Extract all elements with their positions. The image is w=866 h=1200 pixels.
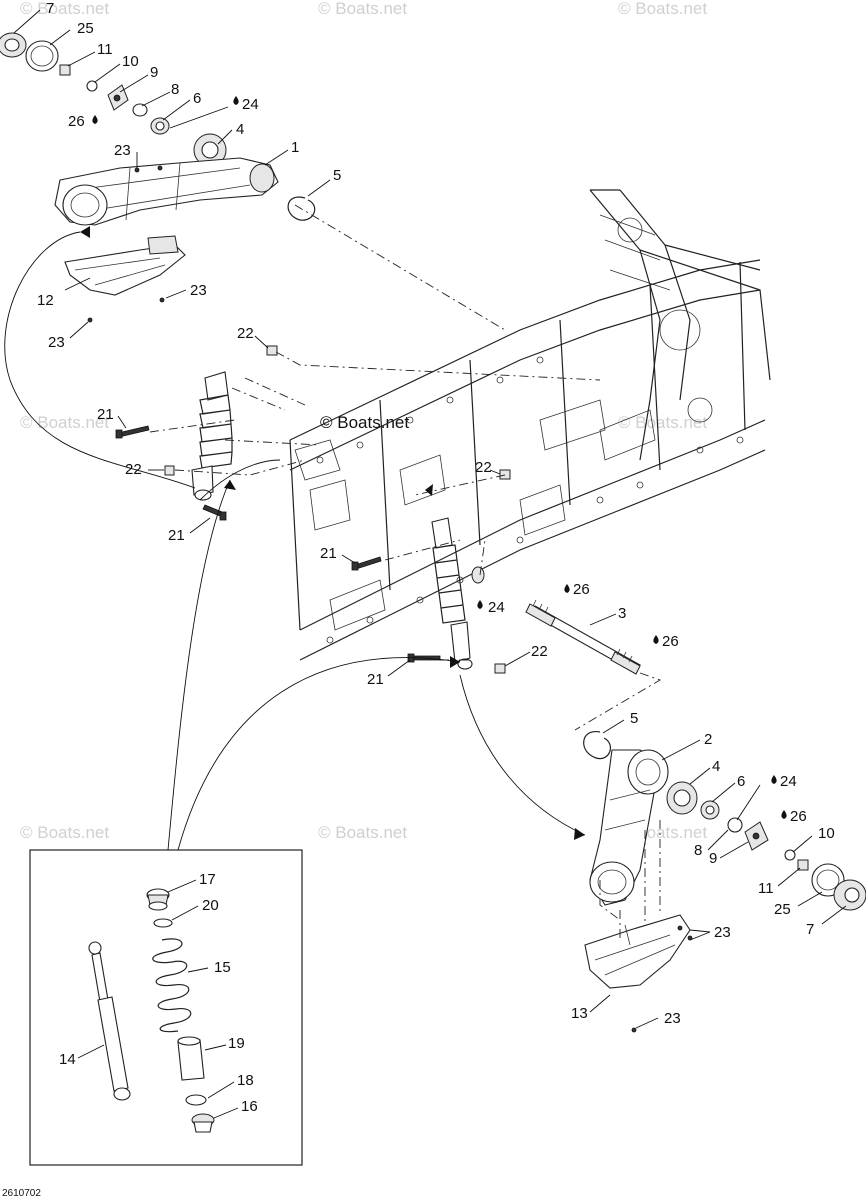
watermarks: © Boats.net © Boats.net © Boats.net © Bo… [20,0,707,842]
lubricant-drop-icon [781,810,787,819]
callout-23: 23 [48,334,65,351]
callout-5: 5 [333,167,341,184]
callout-11: 11 [97,41,113,58]
callout-13: 13 [571,1005,588,1022]
callout-6: 6 [737,773,745,790]
watermark-text: © Boats.net [20,413,109,432]
callout-16: 16 [241,1098,258,1115]
callout-26: 26 [68,113,85,130]
callout-4: 4 [712,758,720,775]
callout-19: 19 [228,1035,245,1052]
lower-swing-arm-assembly [583,731,866,1033]
callout-24: 24 [488,599,505,616]
callout-17: 17 [199,871,216,888]
callout-4: 4 [236,121,244,138]
watermark-text: © Boats.net [618,0,707,18]
callout-23: 23 [664,1010,681,1027]
callout-21: 21 [367,671,384,688]
callout-7: 7 [46,0,54,17]
watermark-text: © Boats.net [318,0,407,18]
callout-22: 22 [531,643,548,660]
callout-9: 9 [709,850,717,867]
watermark-text: © Boats.net [20,0,109,18]
upper-swing-arm-assembly [0,32,316,323]
callout-12: 12 [37,292,54,309]
reference-curves [4,226,586,851]
callout-22: 22 [237,325,254,342]
callout-21: 21 [168,527,185,544]
callout-24: 24 [780,773,797,790]
lubricant-drop-icon [564,584,570,593]
callout-24: 24 [242,96,259,113]
callout-6: 6 [193,90,201,107]
callout-25: 25 [77,20,94,37]
callout-8: 8 [694,842,702,859]
callout-8: 8 [171,81,179,98]
callout-25: 25 [774,901,791,918]
callout-7: 7 [806,921,814,938]
callout-labels: 7 25 11 10 9 8 6 24 26 4 23 1 5 23 12 23… [37,0,835,1115]
callout-23: 23 [190,282,207,299]
callout-21: 21 [97,406,114,423]
axle-shaft [525,599,641,675]
callout-14: 14 [59,1051,76,1068]
callout-22: 22 [475,459,492,476]
callout-15: 15 [214,959,231,976]
callout-5: 5 [630,710,638,727]
callout-23: 23 [714,924,731,941]
lubricant-drop-icon [92,115,98,124]
callout-21: 21 [320,545,337,562]
callout-22: 22 [125,461,142,478]
lubricant-drop-icon [477,600,483,609]
callout-2: 2 [704,731,712,748]
callout-20: 20 [202,897,219,914]
lubricant-drops [92,96,787,819]
callout-9: 9 [150,64,158,81]
callout-10: 10 [122,53,139,70]
callout-1: 1 [291,139,299,156]
watermark-text: © Boats.net [320,413,409,432]
watermark-text: © Boats.net [20,823,109,842]
drawing-code: 2610702 [2,1188,41,1199]
watermark-text: © Boats.net [618,413,707,432]
lubricant-drop-icon [233,96,239,105]
callout-18: 18 [237,1072,254,1089]
callout-23: 23 [114,142,131,159]
lubricant-drop-icon [771,775,777,784]
rear-shock-absorbers [115,345,511,674]
callout-3: 3 [618,605,626,622]
vehicle-frame [289,189,771,661]
callout-26: 26 [662,633,679,650]
callout-26: 26 [573,581,590,598]
callout-26: 26 [790,808,807,825]
callout-10: 10 [818,825,835,842]
leader-lines [13,9,847,1119]
lubricant-drop-icon [653,635,659,644]
watermark-text: © Boats.net [318,823,407,842]
callout-11: 11 [758,880,774,897]
shock-absorber-inset [29,849,303,1166]
